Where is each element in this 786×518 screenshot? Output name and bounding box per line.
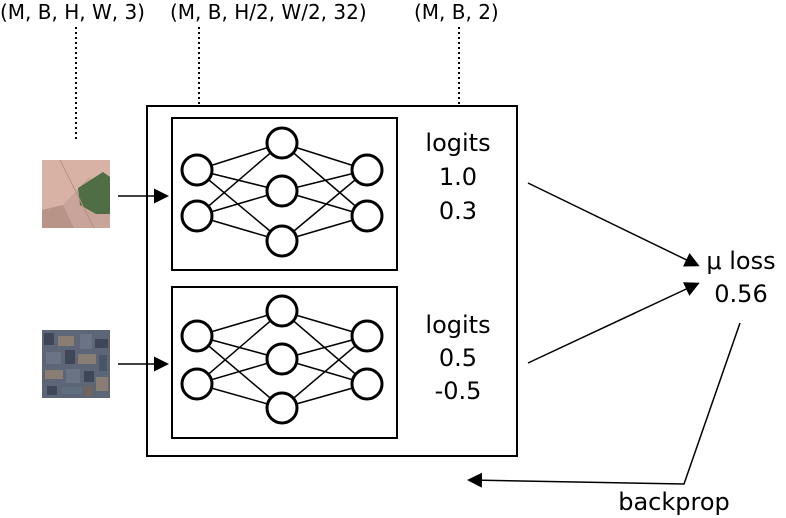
logits-label-1: logits [425,129,490,157]
backprop-label: backprop [618,488,730,516]
model-box-1 [171,117,398,271]
input-shape-label: (M, B, H, W, 3) [0,0,145,24]
input-image-2 [42,330,110,398]
loss-value: 0.56 [714,280,767,308]
logits-to-loss-arrow-2 [527,282,700,364]
neural-network-icon-2 [180,294,384,425]
logits-value-2b: -0.5 [435,377,482,405]
logits-value-1a: 1.0 [439,163,477,191]
logits-shape-label: (M, B, 2) [414,0,499,24]
backprop-arrow [467,322,741,488]
logits-value-2a: 0.5 [439,344,477,372]
loss-label: μ loss [706,247,775,275]
model-box-2 [171,286,398,439]
logits-to-loss-arrow-1 [527,182,700,267]
neural-network-icon-1 [180,126,384,258]
input-image-1 [42,159,110,229]
logits-value-1b: 0.3 [439,197,477,225]
logits-label-2: logits [425,311,490,339]
feature-shape-label: (M, B, H/2, W/2, 32) [170,0,367,24]
